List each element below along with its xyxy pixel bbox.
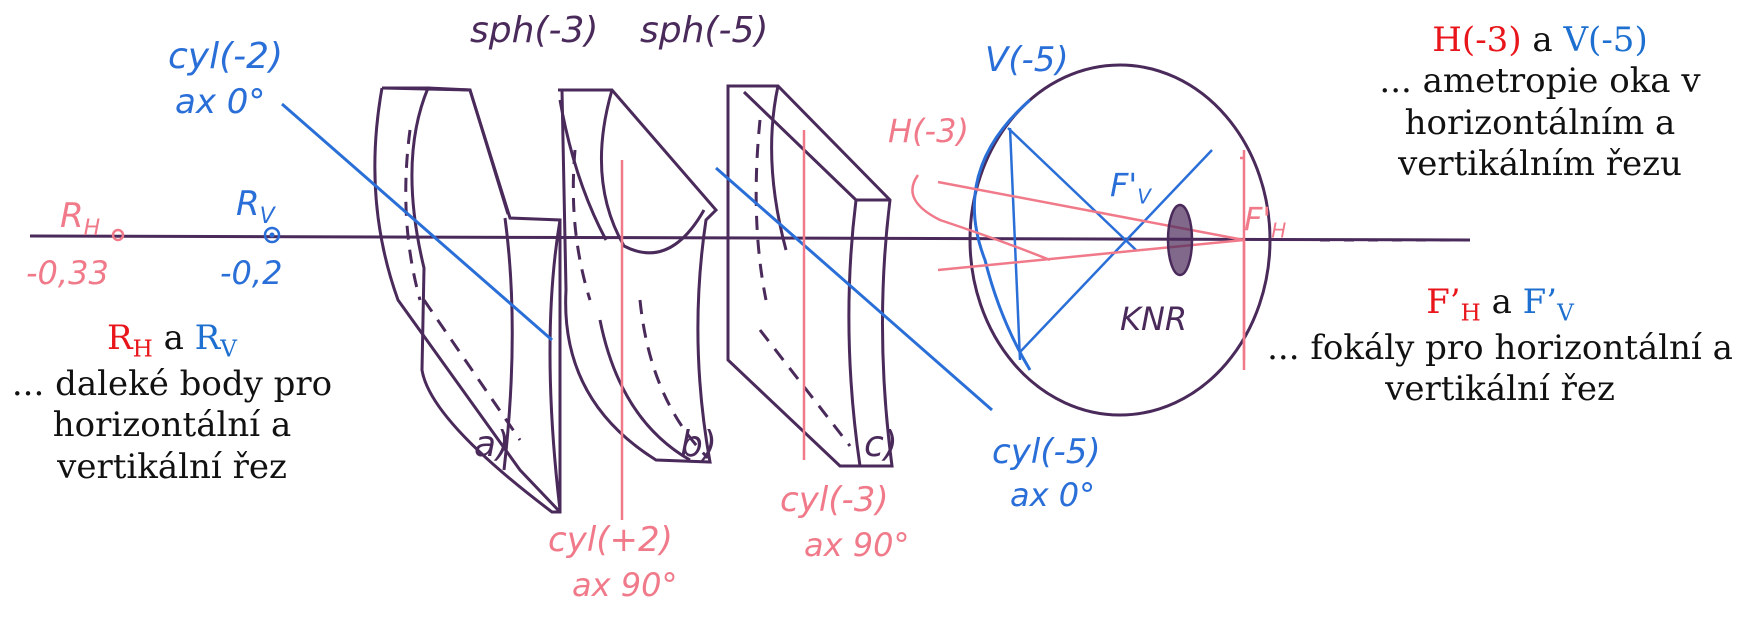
annotation-top-right-line1: ... ametropie oka v bbox=[1379, 61, 1701, 102]
label-cyl-minus5-axis: ax 0° bbox=[1010, 476, 1096, 514]
annotation-mid-right-line1: ... fokály pro horizontální a bbox=[1267, 327, 1733, 368]
annotation-mid-right-line2: vertikální řez bbox=[1385, 369, 1615, 410]
label-V-minus5: V(-5) bbox=[985, 40, 1069, 80]
far-point-RH-marker bbox=[111, 228, 125, 242]
label-cyl-plus2: cyl(+2) bbox=[548, 520, 673, 560]
annotation-top-right-line3: vertikálním řezu bbox=[1398, 144, 1682, 185]
far-point-RV-marker bbox=[263, 226, 281, 244]
eye-blue-arc bbox=[972, 98, 1032, 371]
label-b: b) bbox=[680, 424, 717, 465]
cyl-minus5-axis-line bbox=[715, 166, 993, 412]
annotation-V-value: V(-5) bbox=[1563, 20, 1648, 60]
annotation-FH: F’H bbox=[1426, 282, 1481, 327]
annotation-FV: F’V bbox=[1522, 282, 1574, 327]
annotation-left-line2: horizontální a bbox=[52, 405, 292, 446]
label-RH-value: -0,33 bbox=[26, 254, 109, 292]
label-RV-value: -0,2 bbox=[220, 254, 283, 292]
label-a: a) bbox=[474, 424, 511, 465]
label-cyl-minus2-axis: ax 0° bbox=[175, 82, 266, 122]
vertical-section-rays bbox=[1007, 127, 1213, 361]
label-H-minus3: H(-3) bbox=[888, 112, 969, 150]
annotation-and: a bbox=[163, 318, 184, 358]
annotation-top-right: H(-3) a V(-5) ... ametropie oka v horizo… bbox=[1340, 20, 1740, 186]
cyl-minus2-axis-line bbox=[281, 102, 553, 342]
label-c: c) bbox=[864, 424, 898, 465]
annotation-mid-right: F’H a F’V ... fokály pro horizontální a … bbox=[1250, 282, 1750, 411]
eye-lens-KNR bbox=[1166, 203, 1194, 277]
label-RH: RH bbox=[60, 196, 101, 241]
annotation-and: a bbox=[1491, 282, 1512, 322]
label-KNR: KNR bbox=[1120, 300, 1188, 338]
eye-circle bbox=[968, 63, 1272, 417]
label-sph-minus3: sph(-3) bbox=[470, 10, 599, 51]
annotation-RH: RH bbox=[107, 318, 153, 363]
annotation-top-right-line2: horizontálním a bbox=[1404, 102, 1676, 143]
optical-axis bbox=[29, 234, 1471, 242]
annotation-left: RH a RV ... daleké body pro horizontální… bbox=[2, 318, 342, 488]
label-sph-minus5: sph(-5) bbox=[640, 10, 769, 51]
label-FH: F'H bbox=[1244, 200, 1287, 243]
annotation-RV: RV bbox=[194, 318, 237, 363]
annotation-mid-right-heading: F’H a F’V bbox=[1250, 282, 1750, 328]
lens-c bbox=[726, 84, 894, 468]
annotation-left-heading: RH a RV bbox=[2, 318, 342, 364]
horizontal-section-rays bbox=[911, 150, 1246, 370]
lens-a bbox=[373, 86, 562, 514]
label-cyl-minus5: cyl(-5) bbox=[992, 432, 1101, 472]
annotation-H-value: H(-3) bbox=[1432, 20, 1522, 60]
annotation-top-right-heading: H(-3) a V(-5) bbox=[1340, 20, 1740, 61]
annotation-left-line3: vertikální řez bbox=[57, 446, 287, 487]
label-cyl-minus2: cyl(-2) bbox=[168, 36, 284, 77]
label-cyl-plus2-axis: ax 90° bbox=[572, 566, 678, 604]
label-RV: RV bbox=[236, 184, 275, 229]
label-cyl-minus3-axis: ax 90° bbox=[804, 526, 910, 564]
label-FV: F'V bbox=[1110, 166, 1151, 209]
lens-b bbox=[558, 88, 719, 464]
label-cyl-minus3: cyl(-3) bbox=[780, 480, 889, 520]
annotation-left-line1: ... daleké body pro bbox=[11, 363, 333, 404]
annotation-and: a bbox=[1532, 20, 1553, 60]
far-point-RV-dot bbox=[269, 232, 275, 238]
